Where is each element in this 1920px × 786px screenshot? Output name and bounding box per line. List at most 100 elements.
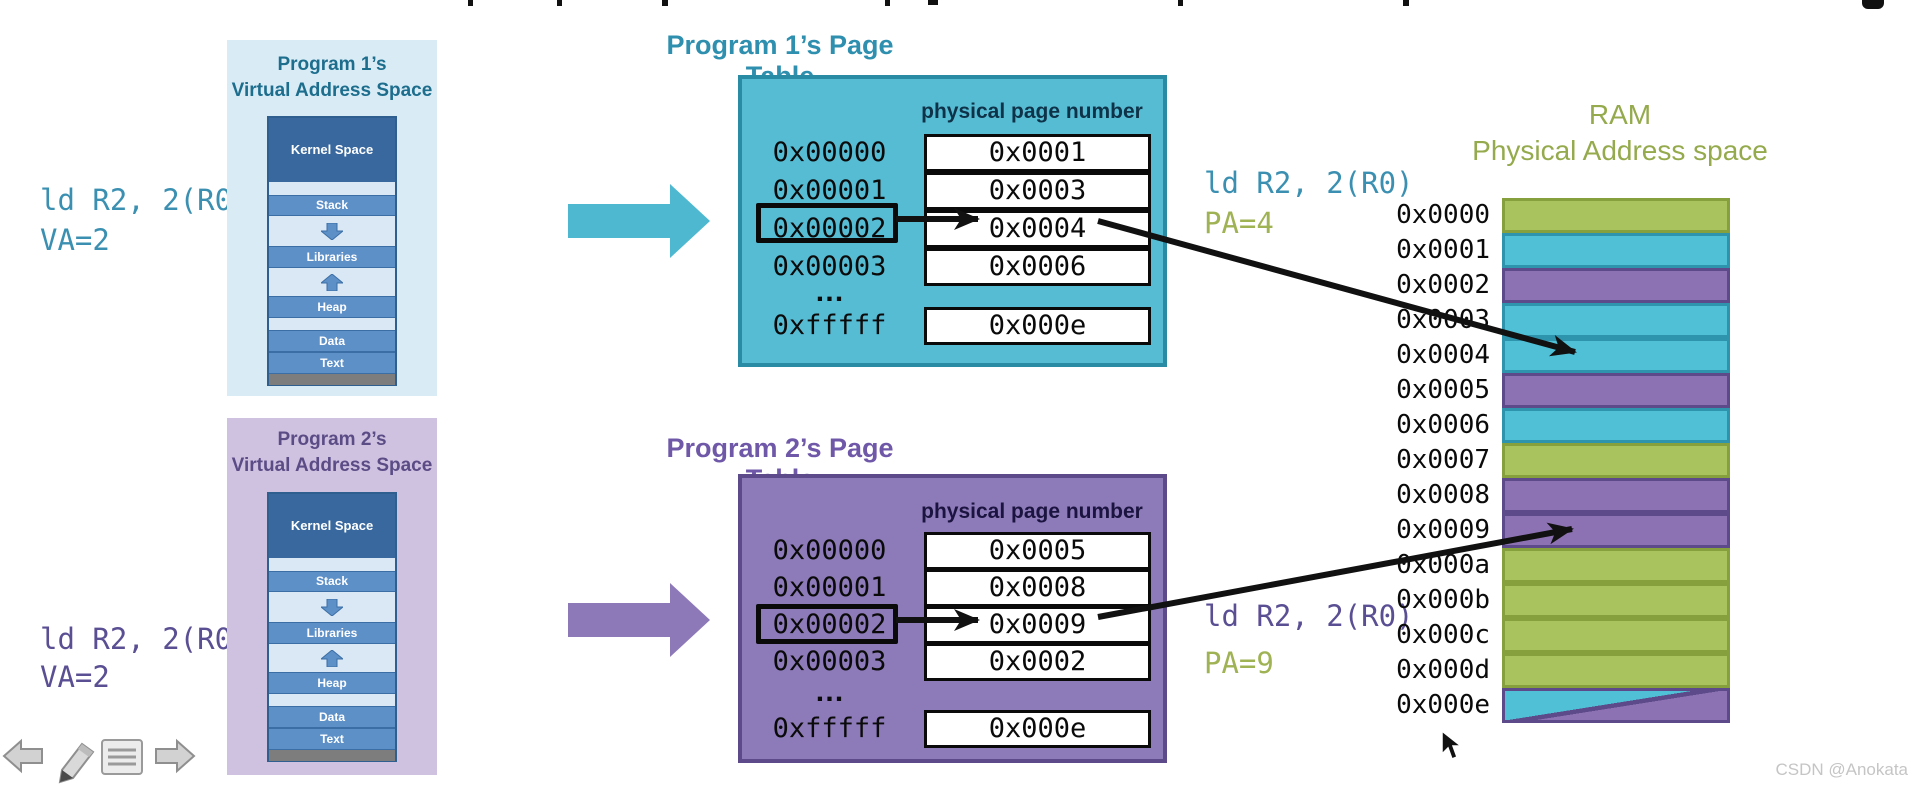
pt2-va-label: 0x00002 <box>772 609 887 640</box>
ram-title-line2: Physical Address space <box>1472 135 1768 166</box>
vas2-bottom-strip <box>269 750 395 761</box>
pt1-va-label: 0xfffff <box>772 310 887 341</box>
ram-cell <box>1502 268 1730 303</box>
ram-address-label: 0x0008 <box>1396 480 1490 510</box>
ram-cell <box>1502 688 1730 723</box>
ram-address-label: 0x0005 <box>1396 375 1490 405</box>
vas1-kernel-section: Kernel Space <box>269 118 395 182</box>
pt2-pa-text: PA=9 <box>1204 646 1274 680</box>
cropped-text-remnant <box>1403 0 1409 6</box>
pt1-va-label: 0x00001 <box>772 175 887 206</box>
ram-row: 0x000d <box>1330 653 1732 688</box>
ram-row: 0x0000 <box>1330 198 1732 233</box>
ram-cell <box>1502 513 1730 548</box>
notes-icon[interactable] <box>100 738 144 776</box>
pt1-pa-cell: 0x000e <box>924 307 1151 345</box>
p2-va-text: VA=2 <box>40 660 110 694</box>
pt1-va-label: 0x00000 <box>772 137 887 168</box>
ram-row: 0x0004 <box>1330 338 1732 373</box>
pen-icon[interactable] <box>50 738 98 784</box>
vas2-libraries-section: Libraries <box>269 622 395 644</box>
cropped-text-remnant <box>885 0 890 6</box>
pt1-highlight-box <box>756 203 898 243</box>
ram-cell <box>1502 408 1730 443</box>
ram-cell <box>1502 548 1730 583</box>
pt2-va-label: 0x00003 <box>772 646 887 677</box>
vas2-data-section: Data <box>269 706 395 728</box>
ram-address-label: 0x0003 <box>1396 305 1490 335</box>
pt2-column-header: physical page number <box>921 500 1143 523</box>
ram-row: 0x0001 <box>1330 233 1732 268</box>
heap-grow-up-icon <box>321 649 343 667</box>
ram-row: 0x0007 <box>1330 443 1732 478</box>
vas2-kernel-section: Kernel Space <box>269 494 395 558</box>
page-table-1-panel: physical page number 0x00000 0x00001 0x0… <box>738 75 1167 367</box>
ram-address-label: 0x000d <box>1396 655 1490 685</box>
page-table-2-panel: physical page number 0x00000 0x00001 0x0… <box>738 474 1167 763</box>
vas1-heap-section: Heap <box>269 296 395 318</box>
vas1-to-pt1-arrow <box>568 184 710 258</box>
ram-address-label: 0x0001 <box>1396 235 1490 265</box>
ram-row: 0x0005 <box>1330 373 1732 408</box>
ram-row: 0x000a <box>1330 548 1732 583</box>
vas2-text-section: Text <box>269 728 395 750</box>
vas2-memory-map: Kernel Space Stack Libraries Heap Data T… <box>267 492 397 762</box>
ram-row: 0x000c <box>1330 618 1732 653</box>
ram-row: 0x0006 <box>1330 408 1732 443</box>
cropped-text-remnant <box>557 0 562 6</box>
cropped-text-remnant <box>1178 0 1183 6</box>
ram-title-line1: RAM <box>1588 99 1652 130</box>
pt1-pa-cell: 0x0003 <box>924 172 1151 210</box>
mouse-cursor-icon <box>1441 730 1464 760</box>
p1-va-text: VA=2 <box>40 223 110 257</box>
ram-address-label: 0x0006 <box>1396 410 1490 440</box>
vas2-stack-section: Stack <box>269 571 395 592</box>
pt2-pa-cell: 0x0005 <box>924 532 1151 570</box>
ram-cell <box>1502 373 1730 408</box>
ram-address-label: 0x0002 <box>1396 270 1490 300</box>
ram-row: 0x000e <box>1330 688 1732 723</box>
vas1-data-section: Data <box>269 330 395 352</box>
pt2-pa-cell: 0x000e <box>924 710 1151 748</box>
ram-row: 0x0008 <box>1330 478 1732 513</box>
pt2-highlight-box <box>756 604 898 644</box>
ram-row: 0x0009 <box>1330 513 1732 548</box>
vas1-title-line2: Virtual Address Space <box>231 80 433 101</box>
ram-address-label: 0x000c <box>1396 620 1490 650</box>
ram-cell <box>1502 338 1730 373</box>
vas2-to-pt2-arrow <box>568 583 710 657</box>
back-arrow-icon[interactable] <box>2 738 44 774</box>
ram-row: 0x0002 <box>1330 268 1732 303</box>
p2-instruction-text: ld R2, 2(R0) <box>40 622 250 656</box>
pt1-pa-cell: 0x0006 <box>924 248 1151 286</box>
ram-row: 0x000b <box>1330 583 1732 618</box>
watermark: CSDN @Anokata <box>1775 760 1908 779</box>
pt2-title: Program 2’s Page Table <box>666 433 894 494</box>
ram-cell <box>1502 233 1730 268</box>
vas-panel-program1: Program 1’s Virtual Address Space Kernel… <box>227 40 437 396</box>
presenter-toolbar <box>2 738 202 784</box>
heap-grow-up-icon <box>321 273 343 291</box>
ram-address-label: 0x0000 <box>1396 200 1490 230</box>
vas1-libraries-section: Libraries <box>269 246 395 268</box>
ram-address-label: 0x000e <box>1396 690 1490 720</box>
ram-address-label: 0x0007 <box>1396 445 1490 475</box>
pt1-va-label: 0x00003 <box>772 251 887 282</box>
ram-cell <box>1502 618 1730 653</box>
ram-row: 0x0003 <box>1330 303 1732 338</box>
pt1-result-instruction: ld R2, 2(R0) <box>1204 166 1414 200</box>
forward-arrow-icon[interactable] <box>154 738 196 774</box>
ram-address-label: 0x0009 <box>1396 515 1490 545</box>
cropped-text-remnant <box>662 0 668 6</box>
vas1-text-section: Text <box>269 352 395 374</box>
ram-cell <box>1502 653 1730 688</box>
vas1-bottom-strip <box>269 374 395 385</box>
ram-cell <box>1502 443 1730 478</box>
pt2-va-label: 0x00000 <box>772 535 887 566</box>
ram-cell <box>1502 583 1730 618</box>
pt2-va-label: 0x00001 <box>772 572 887 603</box>
vas1-memory-map: Kernel Space Stack Libraries Heap Data T… <box>267 116 397 386</box>
cropped-text-remnant <box>928 0 938 5</box>
ram-cell <box>1502 303 1730 338</box>
stack-grow-down-icon <box>321 222 343 240</box>
